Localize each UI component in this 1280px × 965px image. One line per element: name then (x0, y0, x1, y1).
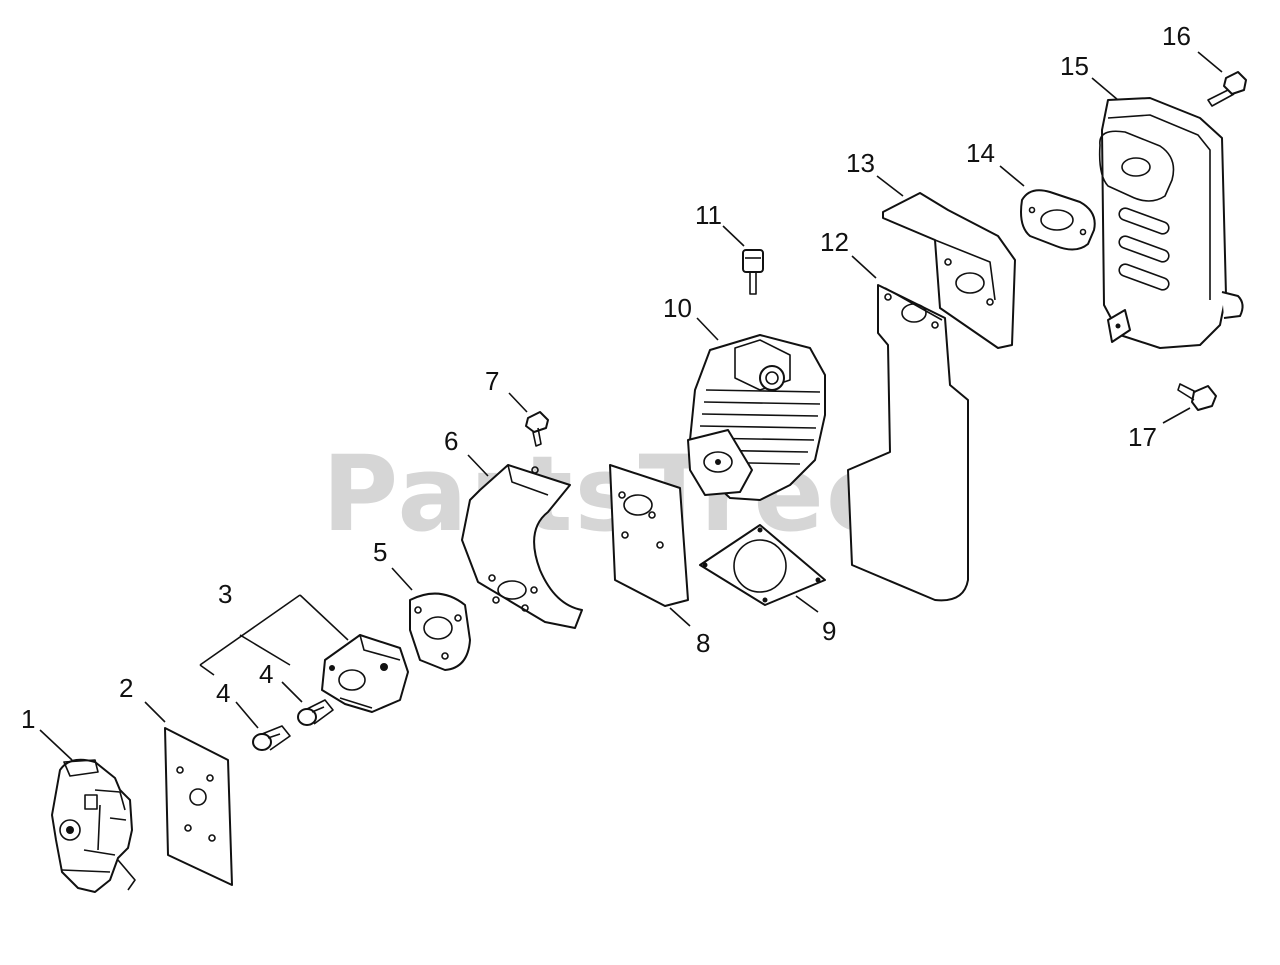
callout-3: 3 (218, 579, 232, 609)
callout-17: 17 (1128, 422, 1157, 452)
part-3-insulator[interactable] (321, 634, 409, 713)
part-6-shield[interactable] (461, 464, 583, 629)
part-14-muffler-gasket[interactable] (1020, 189, 1096, 251)
leader-1 (39, 729, 73, 761)
part-4-screw-a[interactable] (252, 725, 291, 751)
part-15-muffler[interactable] (1098, 97, 1244, 349)
leader-10 (696, 317, 719, 341)
part-5-gasket[interactable] (409, 592, 471, 671)
leader-4a (235, 701, 259, 729)
callout-14: 14 (966, 138, 995, 168)
leader-5 (391, 567, 413, 591)
leader-17 (1162, 407, 1191, 424)
leader-11 (722, 225, 745, 247)
callout-7: 7 (485, 366, 499, 396)
callout-12: 12 (820, 227, 849, 257)
part-17-bolt[interactable] (1177, 383, 1217, 411)
leader-15 (1091, 77, 1119, 101)
callout-1: 1 (21, 704, 35, 734)
leader-12 (851, 255, 877, 279)
part-9-base-gasket[interactable] (699, 524, 826, 606)
callout-4a: 4 (216, 678, 230, 708)
part-12-plate[interactable] (847, 284, 969, 602)
callout-5: 5 (373, 537, 387, 567)
callout-6: 6 (444, 426, 458, 456)
leader-16 (1197, 51, 1223, 73)
callout-13: 13 (846, 148, 875, 178)
callout-8: 8 (696, 628, 710, 658)
callout-4b: 4 (259, 659, 273, 689)
part-13-bracket[interactable] (882, 192, 1016, 349)
leader-9 (795, 595, 819, 613)
part-1-carburetor[interactable] (51, 758, 136, 893)
callout-15: 15 (1060, 51, 1089, 81)
callout-10: 10 (663, 293, 692, 323)
leader-2 (144, 701, 166, 723)
part-8-gasket[interactable] (609, 464, 689, 607)
callout-11: 11 (695, 200, 722, 230)
leader-4b (281, 681, 303, 703)
leader-13 (876, 175, 904, 197)
callout-3-bracket (199, 594, 349, 676)
part-16-bolt[interactable] (1207, 71, 1247, 107)
part-10-cylinder[interactable] (687, 334, 826, 501)
callout-2: 2 (119, 673, 133, 703)
leader-14 (999, 165, 1025, 187)
callout-16: 16 (1162, 21, 1191, 51)
part-4-screw-b[interactable] (297, 699, 334, 726)
part-11-spark-plug[interactable] (742, 249, 764, 295)
leader-7 (508, 392, 528, 413)
part-2-gasket[interactable] (164, 727, 233, 886)
leader-6 (467, 454, 489, 477)
leader-8 (669, 607, 691, 627)
part-7-bolt[interactable] (525, 411, 549, 447)
callout-9: 9 (822, 616, 836, 646)
